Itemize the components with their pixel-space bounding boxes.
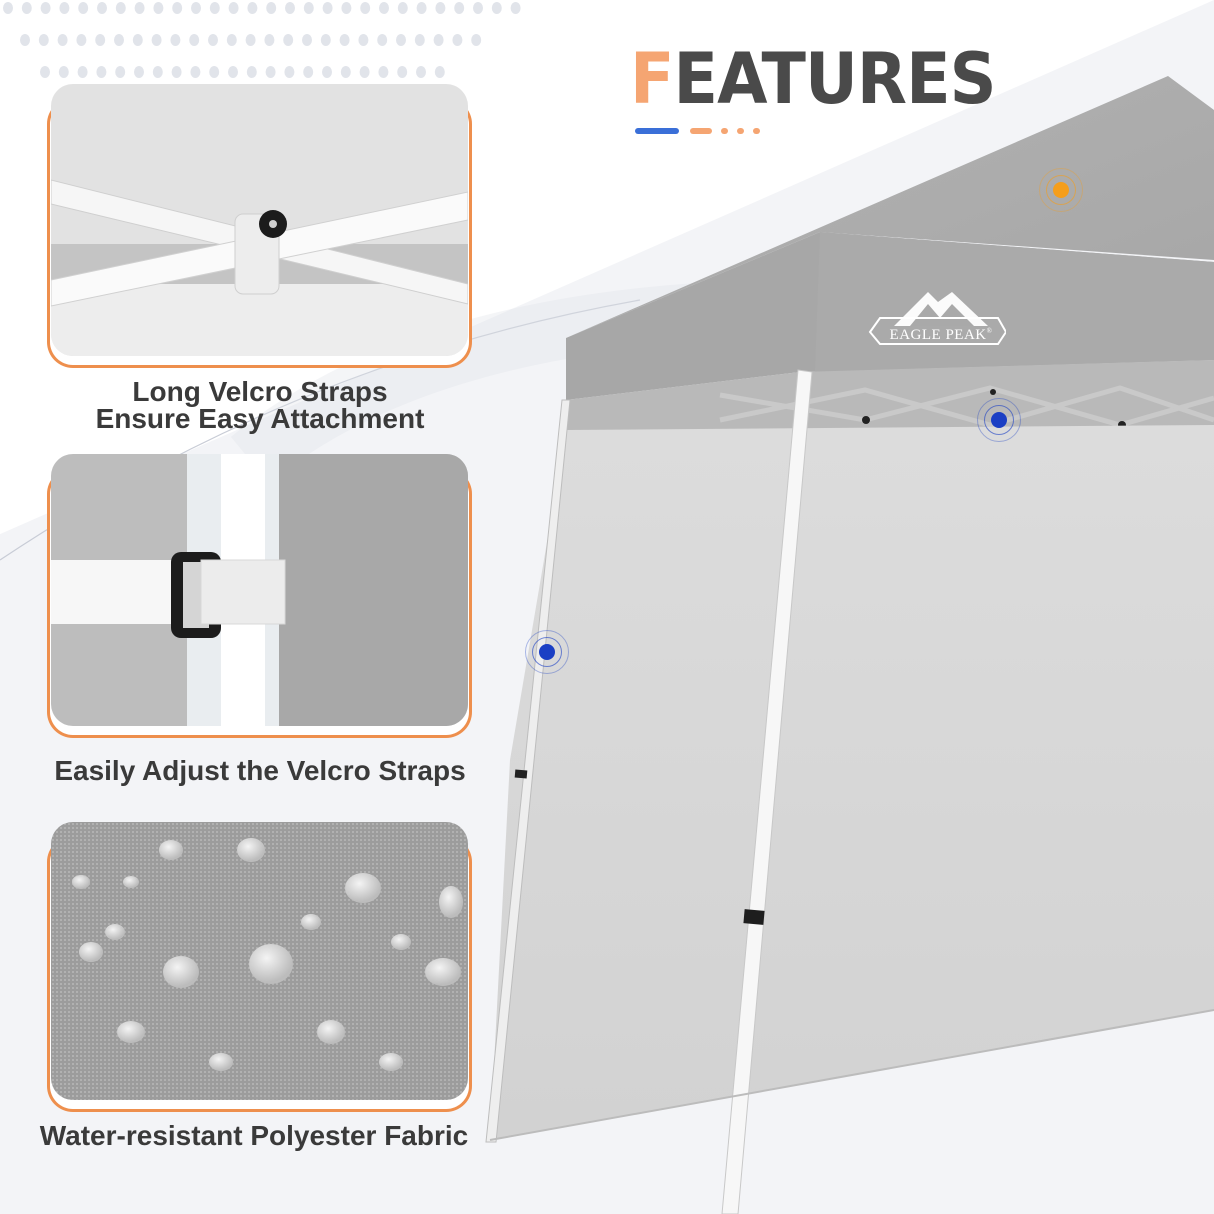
feature-panel-water-resistant <box>47 822 472 1112</box>
title-accent-letter: F <box>630 38 674 120</box>
page-title: FEATURES <box>630 44 997 114</box>
logo-text: EAGLE PEAK® <box>882 320 1000 343</box>
feature-panel-velcro-straps <box>47 84 472 368</box>
title-rest: EATURES <box>673 38 997 120</box>
water-droplets-fabric-photo <box>51 822 468 1100</box>
eagle-peak-logo: EAGLE PEAK® <box>866 278 1008 348</box>
caption-line: Water-resistant Polyester Fabric <box>39 1120 469 1151</box>
feature-caption-3: Water-resistant Polyester Fabric <box>0 1120 514 1151</box>
underline-dot <box>753 128 760 134</box>
underline-orange-dash <box>690 128 712 134</box>
sidewall-strap-marker[interactable] <box>525 630 569 674</box>
underline-dot <box>737 128 744 134</box>
caption-line: Ensure Easy Attachment <box>95 403 425 434</box>
canopy-top-marker[interactable] <box>1039 168 1083 212</box>
strap-buckle-closeup-photo <box>51 454 468 726</box>
logo-wordmark: EAGLE PEAK <box>889 327 987 343</box>
underline-blue-bar <box>635 128 679 134</box>
caption-line: Easily Adjust the Velcro Straps <box>54 755 466 786</box>
feature-panel-adjust-straps <box>47 454 472 738</box>
caption-line: Long Velcro Straps <box>132 376 388 407</box>
feature-caption-2: Easily Adjust the Velcro Straps <box>0 755 520 786</box>
frame-hook-marker[interactable] <box>977 398 1021 442</box>
underline-dot <box>721 128 728 134</box>
registered-mark: ® <box>986 327 993 335</box>
decorative-dot-grid <box>3 2 521 78</box>
feature-caption-1: Long Velcro Straps Ensure Easy Attachmen… <box>0 376 520 434</box>
velcro-strap-closeup-photo <box>51 84 468 356</box>
